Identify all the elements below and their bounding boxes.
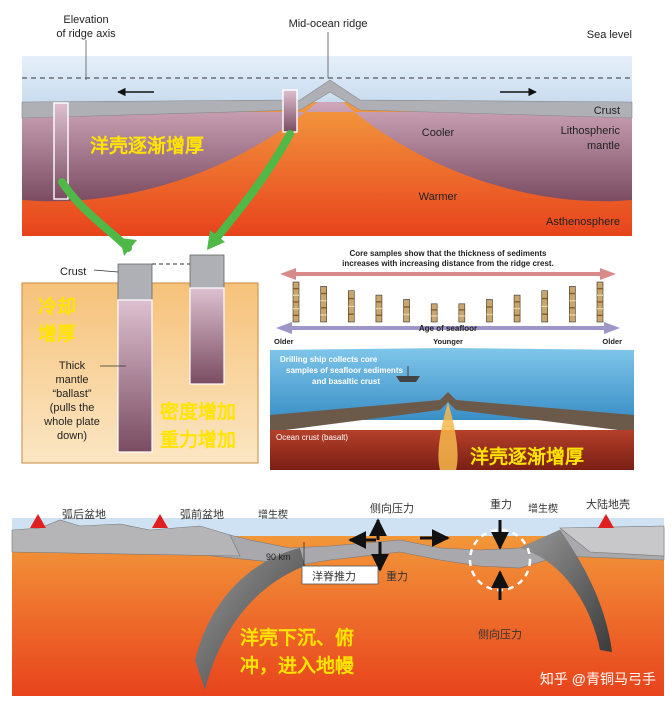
cn-density-label-1: 密度增加 [160, 400, 236, 423]
older-right-label: Older [602, 337, 622, 346]
elevation-label-2: of ridge axis [56, 28, 116, 40]
ocean-water [22, 56, 632, 102]
column-mantle-right [189, 287, 225, 385]
subducting-slab-right [520, 530, 612, 652]
older-left-label: Older [274, 337, 294, 346]
core-sample-column [430, 303, 438, 323]
backarc-label: 弧后盆地 [62, 507, 106, 521]
core-sample-column [486, 299, 493, 323]
elevation-label-1: Elevation [63, 14, 108, 26]
green-arrowhead-right [207, 230, 225, 250]
panel-ballast: Crust 冷却 增厚 Thick mantle “ballast” (pull… [21, 254, 259, 464]
cooler-label: Cooler [422, 127, 455, 139]
ridge-label: Mid-ocean ridge [289, 18, 368, 30]
panel-ridge-cross-section: Elevation of ridge axis Mid-ocean ridge … [21, 14, 633, 256]
forearc-label: 弧前盆地 [180, 507, 224, 521]
core-sample-column [458, 303, 466, 323]
panel2-crust-label: Crust [60, 266, 86, 278]
ballast-text-4: (pulls the [50, 402, 95, 414]
cores-ocean [270, 348, 634, 420]
ballast-text-2: mantle [55, 374, 88, 386]
lateral-label-2: 侧向压力 [478, 627, 522, 641]
ship-caption-2: samples of seafloor sediments [286, 366, 403, 375]
continent-label: 大陆地壳 [586, 497, 630, 511]
litho-label-2: mantle [587, 140, 620, 152]
litho-label-1: Lithospheric [561, 125, 621, 137]
ballast-text-3: “ballast” [52, 388, 91, 400]
core-sample-column [569, 286, 576, 323]
warmer-label: Warmer [419, 191, 458, 203]
watermark: 知乎 @青铜马弓手 [540, 671, 656, 687]
age-label: Age of seafloor [419, 324, 477, 333]
panel-sediment-cores: Core samples show that the thickness of … [270, 244, 634, 470]
cn-cool-label-2: 增厚 [38, 322, 76, 345]
ballast-text-5: whole plate [43, 416, 100, 428]
sample-column-young [282, 89, 298, 133]
cn-density-label-2: 重力增加 [160, 428, 236, 451]
ridge-push-label: 洋脊推力 [312, 569, 356, 583]
astheno-label: Asthenosphere [546, 216, 620, 228]
ocean-crust-label: Ocean crust (basalt) [276, 433, 348, 442]
gravity-label-top: 重力 [490, 497, 512, 511]
cn-cool-label-1: 冷却 [38, 295, 76, 318]
magma-upwelling [438, 402, 458, 470]
column-crust-right [189, 254, 225, 289]
panel-subduction: 弧后盆地 弧前盆地 增生楔 侧向压力 重力 增生楔 大陆地壳 90 km 洋脊推… [11, 497, 665, 696]
ridge-push-box [301, 565, 379, 585]
volcano-icon-1 [30, 514, 46, 528]
core-sample-column [403, 299, 410, 323]
younger-label: Younger [433, 337, 463, 346]
lateral-label-1: 侧向压力 [370, 501, 414, 515]
column-mantle-left [117, 299, 153, 453]
ballast-text-6: down) [57, 430, 87, 442]
core-samples [292, 281, 604, 323]
green-arrow-right [211, 130, 294, 244]
volcano-icon-3 [598, 514, 614, 528]
core-caption-2: increases with increasing distance from … [342, 259, 554, 268]
sample-column-old [53, 102, 69, 200]
drilling-ship-icon [396, 376, 420, 382]
volcano-icon-2 [152, 514, 168, 528]
overriding-arc-crust [11, 519, 241, 557]
cn-thicken-label-2: 洋壳逐渐增厚 [470, 445, 584, 468]
oceanic-crust [21, 79, 633, 119]
core-sample-column [320, 286, 327, 323]
ship-caption-1: Drilling ship collects core [280, 355, 378, 364]
accretion-label-1: 增生楔 [258, 508, 288, 521]
continental-crust [559, 525, 665, 557]
ballast-text-1: Thick [59, 360, 86, 372]
crust-label: Crust [594, 105, 620, 117]
column-crust-left [117, 263, 153, 301]
core-caption-1: Core samples show that the thickness of … [350, 249, 547, 258]
accretion-label-2: 增生楔 [528, 502, 558, 515]
crust-pointer [93, 269, 119, 273]
cn-thicken-label-1: 洋壳逐渐增厚 [90, 134, 204, 157]
subducting-slab [195, 548, 305, 690]
ship-caption-3: and basaltic crust [312, 377, 380, 386]
cores-ocean-crust [270, 392, 634, 432]
gravity-label-mid: 重力 [386, 569, 408, 583]
lithospheric-mantle [22, 90, 632, 202]
cn-subduct-label-1: 洋壳下沉、俯 [240, 626, 354, 649]
sediment-thickness-arrow [280, 268, 616, 280]
depth-label: 90 km [266, 552, 291, 562]
green-arrowhead-left [120, 238, 137, 256]
seafloor-age-arrow [276, 322, 620, 334]
sea-level-label: Sea level [587, 29, 632, 41]
cn-subduct-label-2: 冲，进入地幔 [240, 654, 355, 677]
